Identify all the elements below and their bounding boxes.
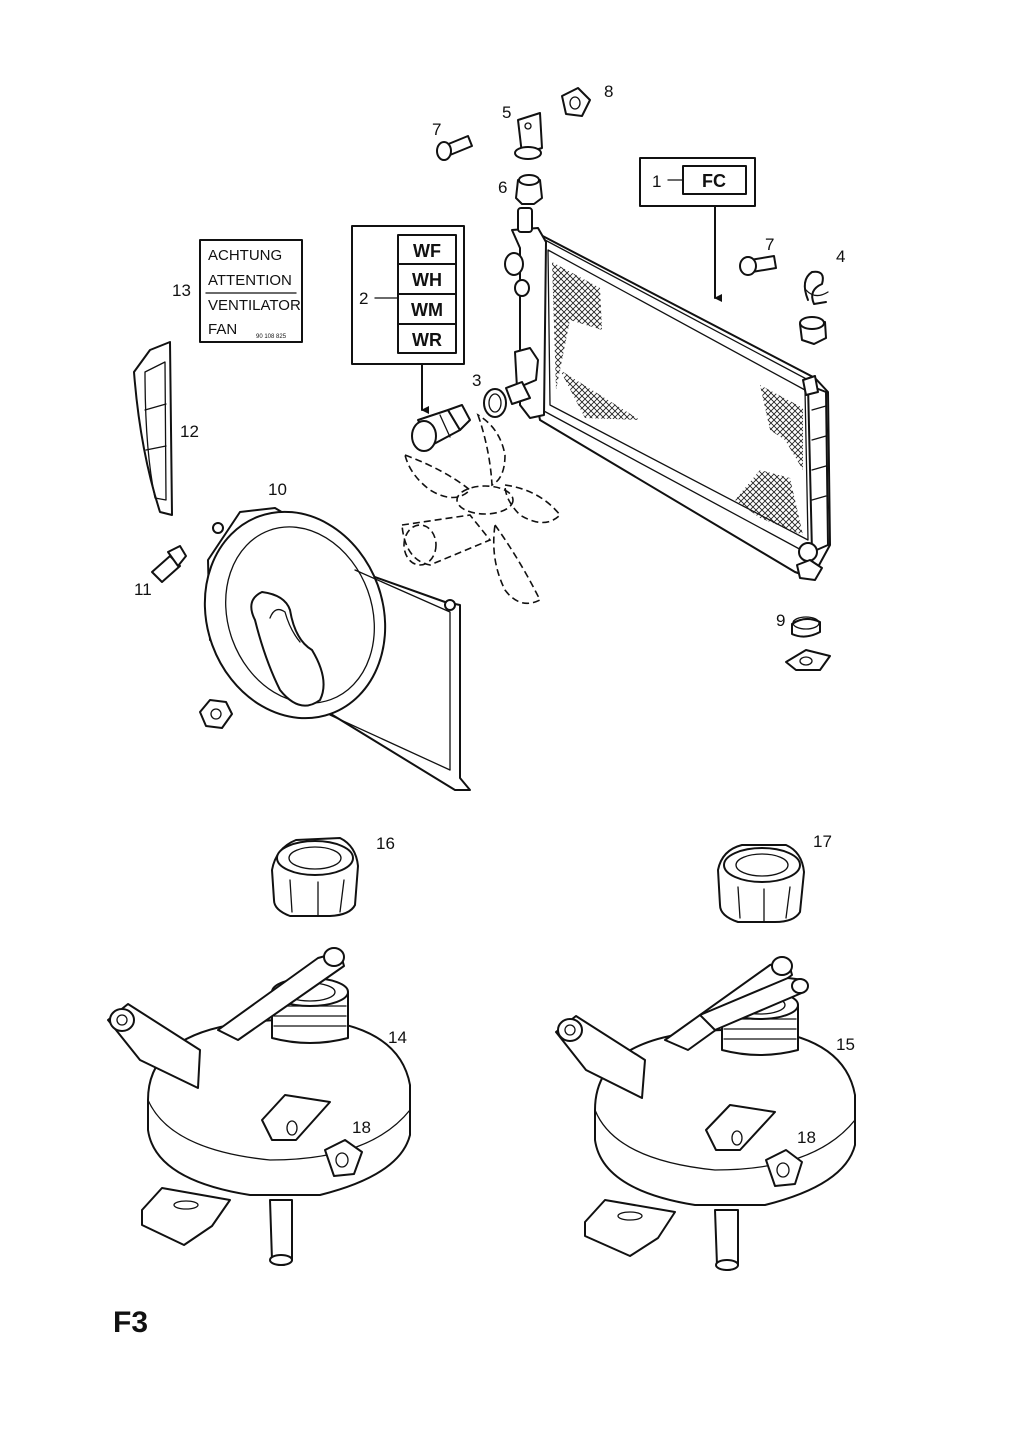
switch-code-wh: WH: [412, 270, 442, 290]
callout-16: 16: [376, 834, 395, 853]
radiator-code-box: 1 FC: [639, 157, 756, 302]
filler-cap-16: 16: [271, 834, 395, 917]
switch-code-wf: WF: [413, 241, 441, 261]
switch-code-wr: WR: [412, 330, 442, 350]
callout-4: 4: [836, 247, 845, 266]
expansion-tank-15: 18 15: [555, 956, 856, 1271]
side-panel: 12: [133, 341, 199, 516]
callout-5: 5: [502, 103, 511, 122]
warning-label: ACHTUNG ATTENTION VENTILATOR FAN 90 108 …: [172, 239, 303, 343]
radiator: [504, 207, 831, 581]
bracket-5: 5: [502, 103, 543, 160]
callout-2: 2: [359, 289, 368, 308]
callout-13: 13: [172, 281, 191, 300]
callout-12: 12: [180, 422, 199, 441]
page-code: F3: [113, 1306, 148, 1339]
warning-label-part-number: 90 108 825: [256, 334, 287, 340]
radiator-code: FC: [702, 171, 726, 191]
callout-7-top: 7: [432, 120, 441, 139]
grommet-4: [799, 316, 827, 345]
warning-label-line-4: FAN: [208, 321, 237, 338]
fan-blades: [401, 413, 562, 605]
switch-code-box: 2 WF WH WM WR: [351, 225, 465, 414]
warning-label-line-1: ACHTUNG: [208, 247, 282, 264]
warning-label-line-3: VENTILATOR: [208, 297, 301, 314]
warning-label-line-2: ATTENTION: [208, 272, 292, 289]
switch-code-wm: WM: [411, 300, 443, 320]
nut: [199, 699, 233, 729]
callout-8: 8: [604, 82, 613, 101]
thermo-switch: [411, 404, 471, 452]
filler-cap-17: 17: [717, 832, 832, 923]
seal-ring: 3: [472, 371, 507, 418]
callout-9: 9: [776, 611, 785, 630]
grommet-8: 8: [561, 82, 613, 117]
callout-10: 10: [268, 480, 287, 499]
fan-shroud: 10: [203, 480, 471, 791]
grommet-9: 9: [776, 611, 821, 638]
bolt-11: 11: [134, 545, 187, 599]
callout-14: 14: [388, 1028, 407, 1047]
bolt-7-top: 7: [432, 120, 473, 161]
callout-15: 15: [836, 1035, 855, 1054]
callout-3: 3: [472, 371, 481, 390]
callout-17: 17: [813, 832, 832, 851]
callout-1: 1: [652, 172, 661, 191]
callout-18-left: 18: [352, 1118, 371, 1137]
callout-18-right: 18: [797, 1128, 816, 1147]
expansion-tank-14: 18 14: [107, 947, 411, 1266]
grommet-6: 6: [498, 174, 543, 205]
clip-4: 4: [803, 247, 845, 305]
bracket-9: [785, 649, 831, 671]
callout-7-right: 7: [765, 235, 774, 254]
callout-6: 6: [498, 178, 507, 197]
callout-11: 11: [134, 580, 152, 599]
bolt-7-right: 7: [739, 235, 777, 276]
